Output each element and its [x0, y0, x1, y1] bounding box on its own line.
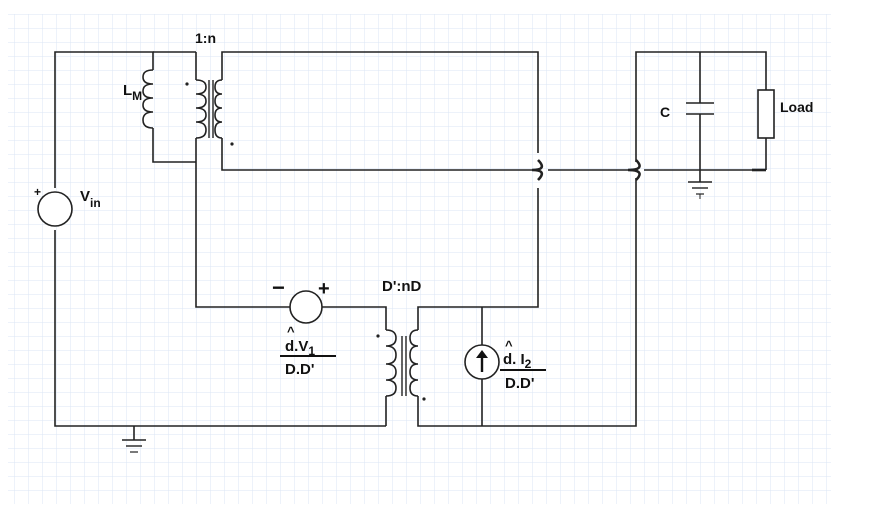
vin-plus-sign: + — [34, 185, 41, 199]
transformer-1 — [185, 79, 234, 146]
transformer2-ratio-label: D':nD — [382, 278, 422, 295]
vin-source — [37, 191, 73, 227]
vin-label: Vin — [80, 188, 101, 210]
crossover-hump-2 — [627, 159, 641, 181]
voltage-source-dv1 — [289, 290, 323, 324]
capacitor-label: C — [660, 104, 670, 120]
vin-subscript: in — [90, 196, 101, 210]
load-resistor — [757, 89, 775, 139]
source-plus-sign: + — [318, 278, 330, 300]
current-source-denominator: D.D' — [505, 375, 534, 392]
current-source-di2 — [464, 344, 500, 380]
voltage-source-hat: ^ — [287, 324, 295, 339]
current-source-numerator: d. I2 — [503, 351, 532, 371]
voltage-source-num-subscript: 1 — [308, 344, 315, 358]
capacitor — [686, 102, 714, 115]
lm-inductor-coil — [142, 69, 154, 129]
current-source-hat: ^ — [505, 338, 513, 353]
ground-icon — [122, 426, 146, 453]
transformer-2 — [376, 329, 426, 401]
lm-label: LM — [123, 82, 142, 103]
voltage-source-numerator: d.V1 — [285, 338, 315, 358]
load-label: Load — [780, 99, 813, 115]
wires — [54, 51, 767, 427]
crossover-hump-1 — [531, 159, 544, 181]
lm-subscript: M — [132, 89, 142, 103]
voltage-source-denominator: D.D' — [285, 361, 314, 378]
ground-icon — [688, 181, 712, 199]
source-minus-sign: − — [272, 275, 285, 300]
transformer1-ratio-label: 1:n — [195, 30, 216, 46]
current-source-num-subscript: 2 — [525, 357, 532, 371]
